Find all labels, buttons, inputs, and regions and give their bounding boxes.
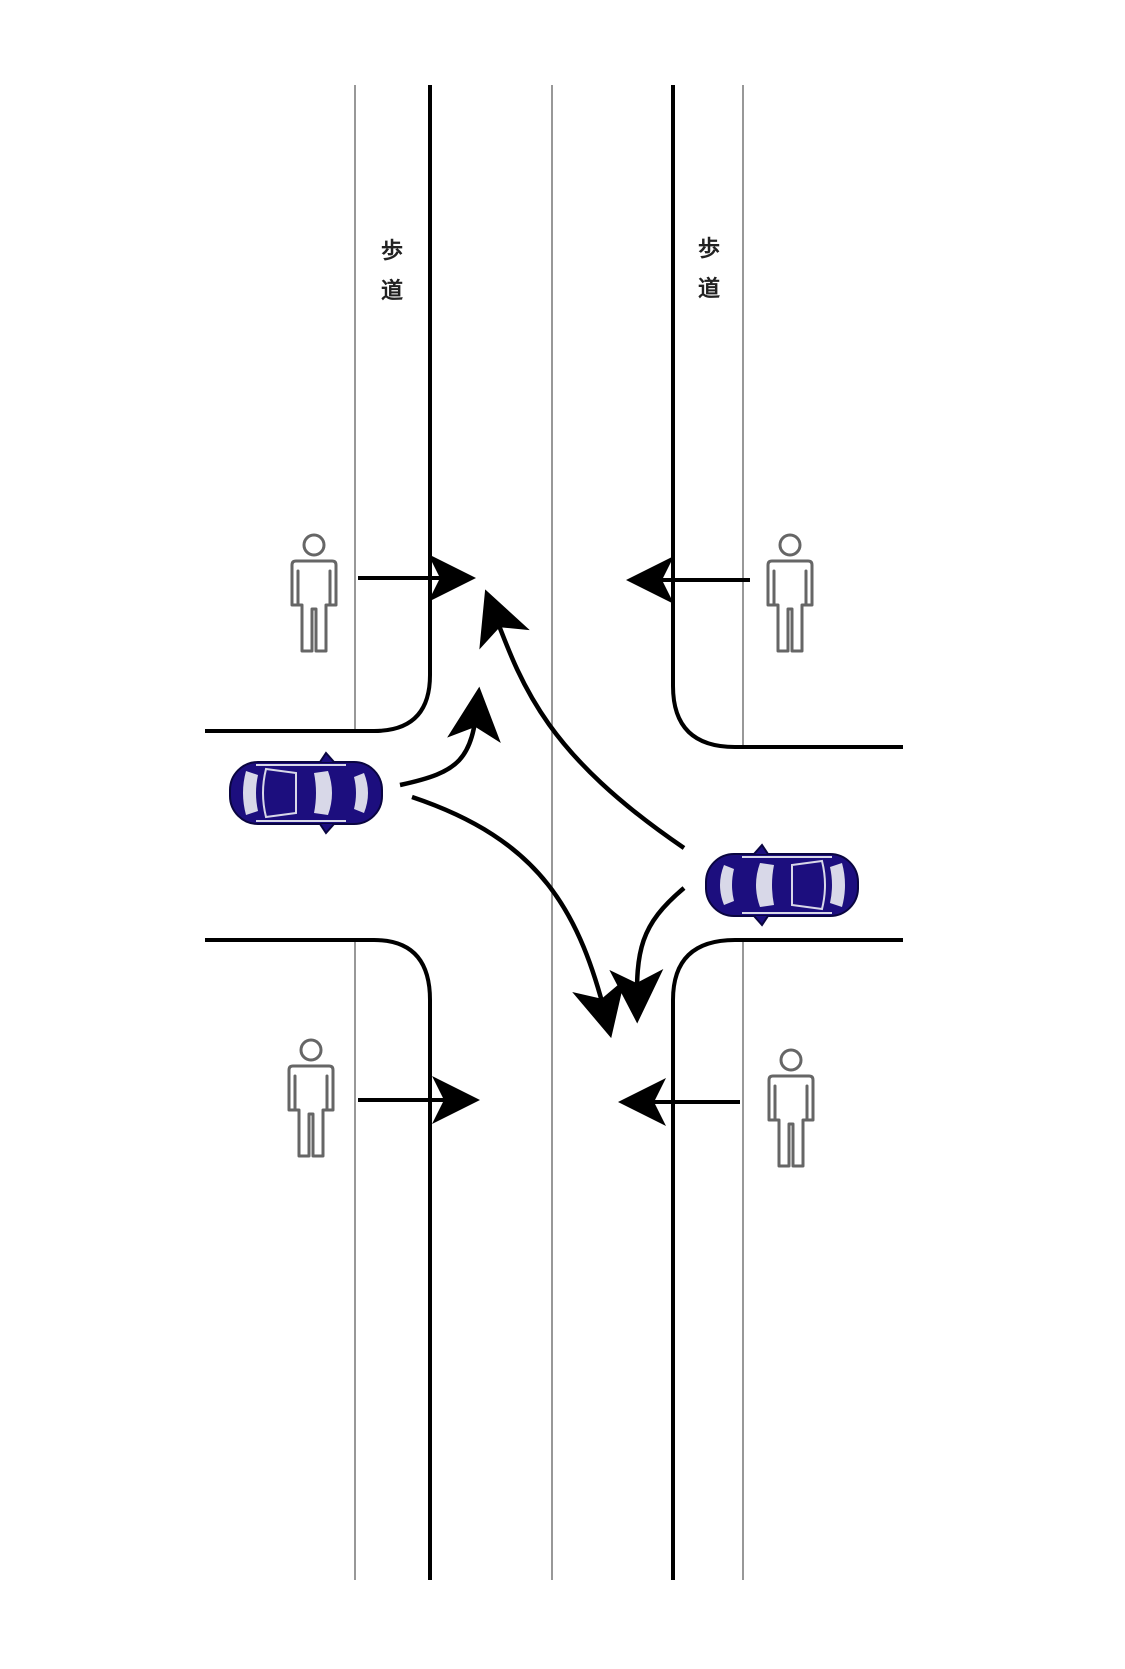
curb-bottom-right — [671, 938, 903, 1580]
car-icon — [229, 752, 383, 834]
pedestrian-icon — [766, 533, 814, 653]
pedestrian-icon — [767, 1048, 815, 1168]
car-right-turn-arrow — [479, 589, 686, 850]
curb-top-left — [205, 85, 432, 733]
car-icon — [705, 844, 859, 926]
right-sidewalk-label-1: 歩 — [698, 237, 720, 262]
left-sidewalk-label-1: 歩 — [381, 239, 403, 264]
curb-bottom-left — [205, 938, 432, 1580]
left-sidewalk-label-2: 道 — [381, 278, 403, 304]
car-left-straight-arrow — [411, 794, 625, 1039]
pedestrian-icon — [290, 533, 338, 653]
car-left-turn-arrow — [399, 686, 501, 788]
car-right-down-arrow — [609, 886, 686, 1024]
curb-top-right — [671, 85, 903, 749]
pedestrian-icon — [287, 1038, 335, 1158]
right-sidewalk-label-2: 道 — [698, 276, 720, 302]
